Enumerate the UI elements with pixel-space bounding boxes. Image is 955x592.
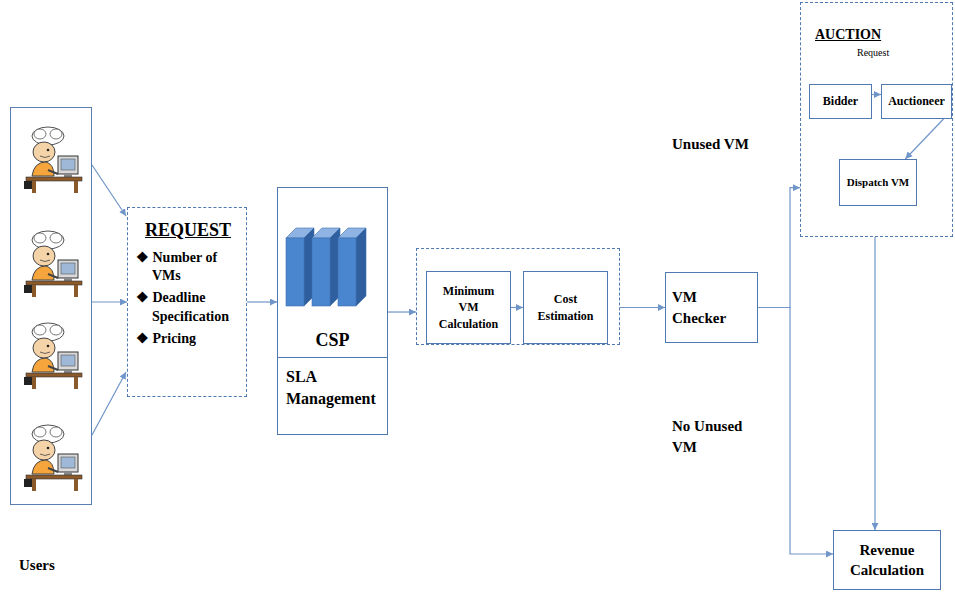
flow-arrow (247, 301, 277, 302)
flow-arrow (92, 301, 127, 302)
user-icon (24, 425, 82, 491)
revenue-box: Revenue Calculation (833, 530, 941, 590)
flow-arrow (872, 94, 881, 95)
flow-arrow (388, 311, 416, 312)
process-box: Cost Estimation (523, 271, 608, 344)
auction-box: Bidder (809, 84, 872, 119)
auction-box: Dispatch VM (839, 159, 917, 206)
process-text: Cost Estimation (530, 291, 601, 323)
csp-box: CSPSLA Management (277, 187, 388, 435)
checker-text: VM Checker (672, 287, 751, 328)
server-icon (286, 228, 366, 306)
flow-arrow (905, 119, 943, 159)
branch-label: Unused VM (672, 134, 772, 155)
auction-text: Dispatch VM (847, 175, 909, 190)
process-group: Minimum VM Calculation Cost Estimation (416, 248, 620, 345)
auction-text: Auctioneer (888, 94, 945, 109)
users-label: Users (19, 557, 55, 574)
flow-arrow (758, 308, 833, 555)
user-icon (24, 127, 82, 193)
flow-arrow (620, 307, 665, 308)
flow-arrow (874, 237, 875, 530)
auction-box: Auctioneer (881, 84, 952, 119)
auction-group: Bidder AuctioneerDispatch VM AUCTION Reques… (800, 2, 953, 237)
request-item: ❖ Deadline Specification (136, 289, 240, 325)
checker-box: VM Checker (665, 272, 758, 343)
process-text: Minimum VM Calculation (433, 283, 504, 332)
user-icon (24, 231, 82, 297)
request-box: REQUEST ❖ Number of VMs ❖ Deadline Specifi… (127, 207, 247, 397)
user-request-line (92, 165, 126, 216)
branch-label: No Unused VM (672, 416, 756, 458)
flow-arrow (758, 188, 800, 308)
csp-label: CSP (278, 330, 387, 357)
revenue-text: Revenue Calculation (840, 540, 934, 581)
user-icon (24, 323, 82, 389)
user-panel: Users (10, 107, 92, 505)
request-item: ❖ Pricing (136, 330, 240, 348)
request-heading: REQUEST (136, 220, 240, 241)
flow-arrow (511, 307, 523, 308)
sla-label: SLA Management (278, 357, 387, 413)
process-box: Minimum VM Calculation (426, 271, 511, 344)
auction-text: Bidder (823, 94, 858, 109)
user-request-line (92, 372, 126, 435)
request-item: ❖ Number of VMs (136, 249, 240, 285)
auction-heading: AUCTION (815, 27, 881, 43)
auction-sub: Request (857, 47, 889, 58)
